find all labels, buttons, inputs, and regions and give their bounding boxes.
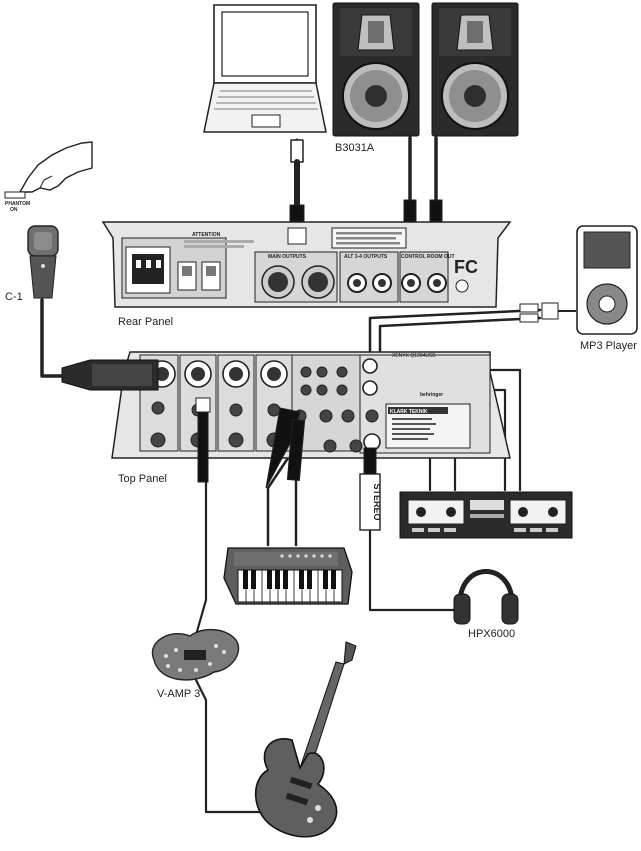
attention-label: ATTENTION <box>192 232 221 238</box>
mp3-player <box>519 225 638 335</box>
top-panel-mixer: KLARK TEKNIK XENYX Q1204USB behringer <box>111 351 511 489</box>
usb-plug-top <box>290 139 304 163</box>
phantom-label: PHANTOM <box>5 201 30 207</box>
phantom-button-icon <box>4 191 26 199</box>
vamp-cable <box>194 478 208 637</box>
laptop <box>203 4 327 133</box>
keyboard-cable-left <box>266 453 292 547</box>
phantom-on-label: ON <box>10 207 18 213</box>
electric-guitar <box>254 641 357 838</box>
headphones-label: HPX6000 <box>468 628 515 640</box>
vamp-label: V-AMP 3 <box>157 688 200 700</box>
brand-label: behringer <box>420 392 443 398</box>
guitar-cable <box>184 658 270 814</box>
mic-xlr-plug <box>61 359 159 391</box>
laptop-base <box>203 82 327 133</box>
rear-panel-label: Rear Panel <box>118 316 173 328</box>
usb-port <box>287 227 307 245</box>
hand-icon <box>18 141 93 193</box>
model-label: XENYX Q1204USB <box>392 353 436 359</box>
stereo-label: STEREO <box>372 483 382 520</box>
mp3-cable-a <box>368 308 542 362</box>
speaker-right <box>431 2 519 137</box>
speaker-left <box>332 2 420 137</box>
alt-outputs-label: ALT 3-4 OUTPUTS <box>344 254 388 260</box>
mic-cable <box>40 298 64 378</box>
rear-panel: ATTENTION MAIN OUTPUTS ALT 3-4 OUTPUTS C… <box>101 221 512 308</box>
speakers-label: B3031A <box>335 142 375 154</box>
klark-label: KLARK TEKNIK <box>390 409 428 415</box>
phantom-switch-illustration: PHANTOM ON <box>4 141 93 213</box>
vamp3 <box>151 629 240 681</box>
tape-deck <box>399 491 573 539</box>
keyboard <box>223 547 353 605</box>
fcc-logo: FC <box>454 257 478 277</box>
microphone-c1 <box>27 225 59 299</box>
stereo-plug: STEREO <box>359 447 382 531</box>
control-room-label: CONTROL ROOM OUT <box>401 254 455 260</box>
headphones <box>453 569 519 625</box>
mp3-label: MP3 Player <box>580 340 637 352</box>
headphone-cable <box>368 526 460 612</box>
mic-label: C-1 <box>5 291 23 303</box>
main-outputs-label: MAIN OUTPUTS <box>268 254 307 260</box>
top-panel-label: Top Panel <box>118 473 167 485</box>
laptop-touchpad <box>251 114 281 128</box>
laptop-screen <box>221 11 309 77</box>
